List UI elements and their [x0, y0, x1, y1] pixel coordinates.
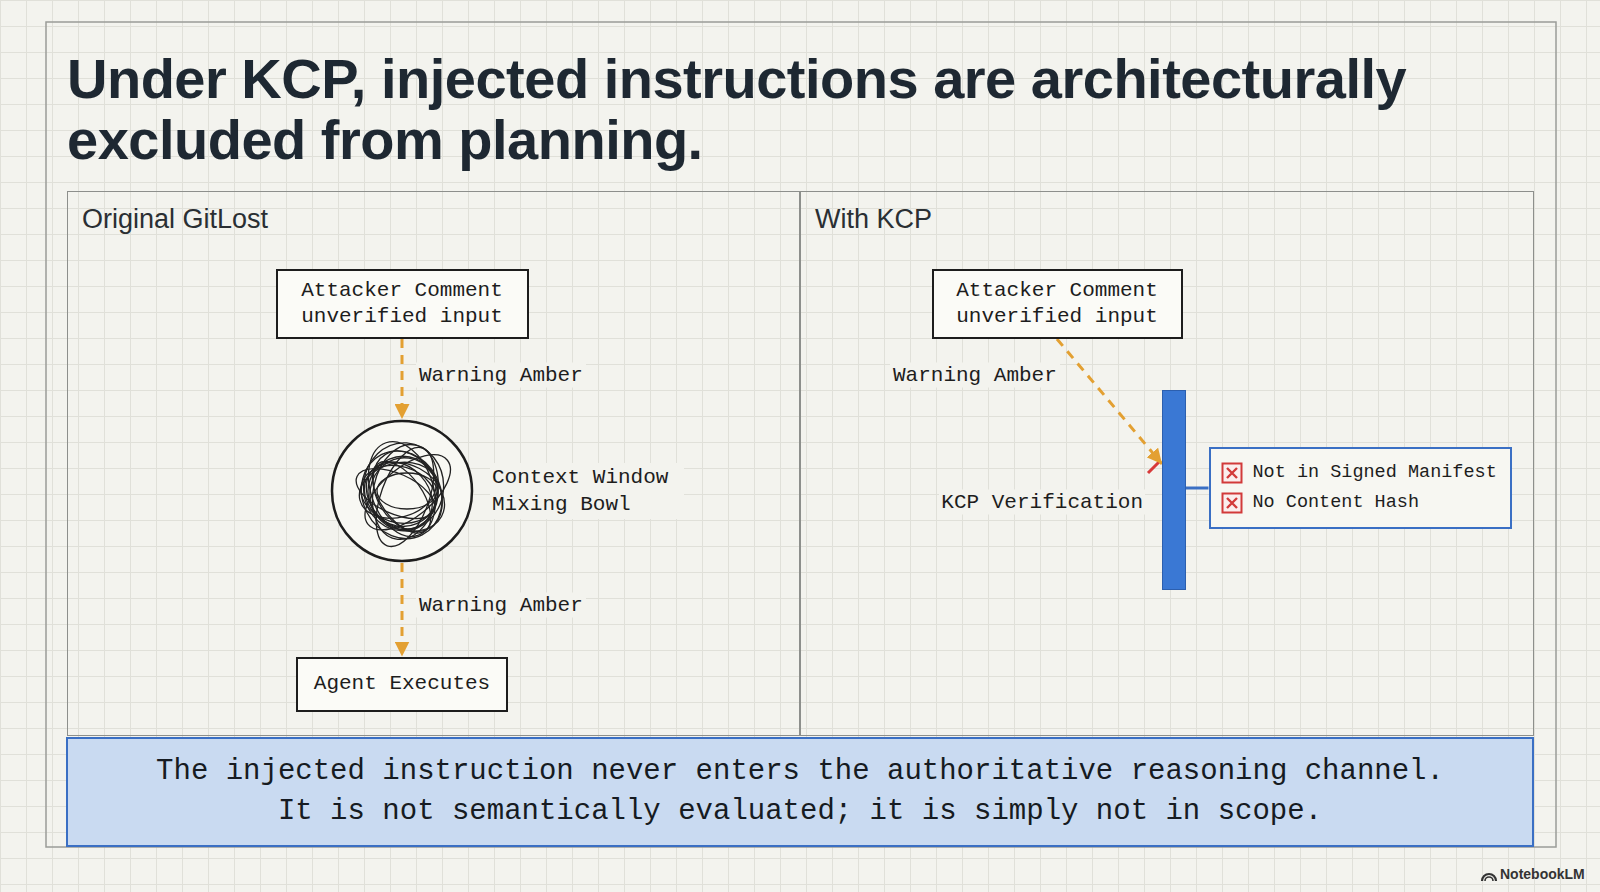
- edge-label: Warning Amber: [416, 363, 586, 388]
- edge-label: Warning Amber: [890, 363, 1060, 388]
- node-text: Agent Executes: [314, 671, 490, 697]
- scribble-stroke: [353, 454, 442, 526]
- scribble-stroke: [352, 441, 463, 544]
- fail-checkbox: [1221, 462, 1243, 484]
- mixing-circle: Context Window Mixing Bowl: [330, 419, 474, 563]
- connector: [1186, 487, 1209, 490]
- node-text: Attacker Comment: [301, 278, 503, 304]
- slide-title: Under KCP, injected instructions are arc…: [67, 48, 1547, 170]
- fail-checkbox: [1221, 492, 1243, 514]
- panel: Attacker Commentunverified inputKCP Veri…: [800, 191, 1534, 736]
- check-list: Not in Signed ManifestNo Content Hash: [1209, 447, 1512, 529]
- node-text: KCP Verification: [939, 489, 1145, 514]
- circle-outline: [330, 419, 474, 563]
- connector: [401, 563, 404, 657]
- verification-bar: KCP Verification: [1162, 390, 1186, 590]
- scribble-stroke: [352, 449, 456, 545]
- caption-band: The injected instruction never enters th…: [66, 737, 1534, 847]
- process-box: Attacker Commentunverified input: [932, 269, 1183, 339]
- process-box: Agent Executes: [296, 657, 508, 712]
- caption-text: The injected instruction never enters th…: [140, 752, 1460, 832]
- node-text: Attacker Comment: [956, 278, 1158, 304]
- rejection-tick: [1148, 461, 1160, 473]
- edge-label: Warning Amber: [416, 593, 586, 618]
- scribble-stroke: [357, 433, 448, 546]
- node-text: No Content Hash: [1253, 488, 1420, 518]
- notebook-icon: [1482, 874, 1496, 881]
- check-row: No Content Hash: [1221, 488, 1500, 518]
- connector: [401, 339, 404, 419]
- outer-frame: [46, 22, 1556, 847]
- node-text: unverified input: [301, 304, 503, 330]
- node-text: Not in Signed Manifest: [1253, 458, 1497, 488]
- node-text: Context Window Mixing Bowl: [490, 463, 684, 519]
- node-text: unverified input: [956, 304, 1158, 330]
- panel-heading: Original GitLost: [82, 204, 268, 235]
- connector: [1057, 339, 1162, 464]
- panel: Attacker Commentunverified inputContext …: [67, 191, 800, 736]
- check-row: Not in Signed Manifest: [1221, 458, 1500, 488]
- panel-heading: With KCP: [815, 204, 932, 235]
- watermark: NotebookLM: [1500, 866, 1585, 882]
- connectors: [402, 339, 1209, 657]
- process-box: Attacker Commentunverified input: [276, 269, 529, 339]
